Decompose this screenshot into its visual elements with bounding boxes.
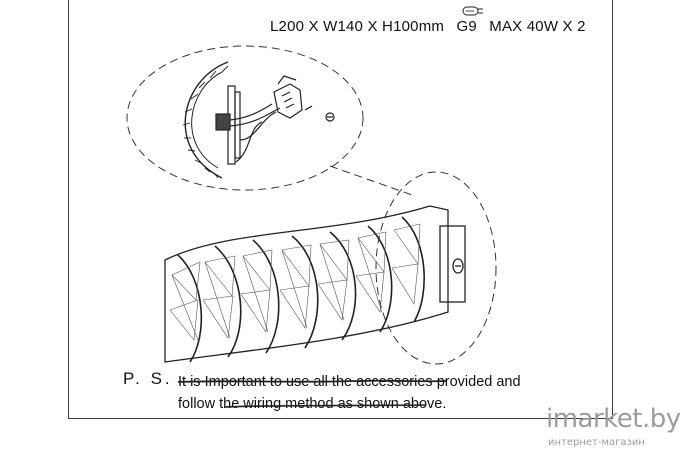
accessories-note: It is Important to use all the accessori… xyxy=(178,371,521,415)
lamp-body xyxy=(164,205,466,363)
power-text: MAX 40W X 2 xyxy=(489,18,586,35)
bulb-type-text: G9 xyxy=(456,18,477,35)
watermark-brand: imarket.by xyxy=(546,404,680,434)
note-line-2: follow the wiring method as shown above. xyxy=(178,396,447,412)
callout-leader xyxy=(329,165,416,197)
wiring-detail xyxy=(182,61,335,179)
detail-callout-ellipse xyxy=(126,45,364,191)
watermark-subtitle: интернет-магазин xyxy=(548,437,645,448)
ps-label: P. S. xyxy=(123,369,173,388)
spec-line: L200 X W140 X H100mm G9 MAX 40W X 2 xyxy=(270,18,594,35)
g9-bulb-icon xyxy=(462,6,483,16)
dimensions-text: L200 X W140 X H100mm xyxy=(270,18,445,35)
note-line-1: It is Important to use all the accessori… xyxy=(178,374,521,390)
drawing-frame xyxy=(68,0,613,419)
lamp-callout-ellipse xyxy=(375,171,497,365)
